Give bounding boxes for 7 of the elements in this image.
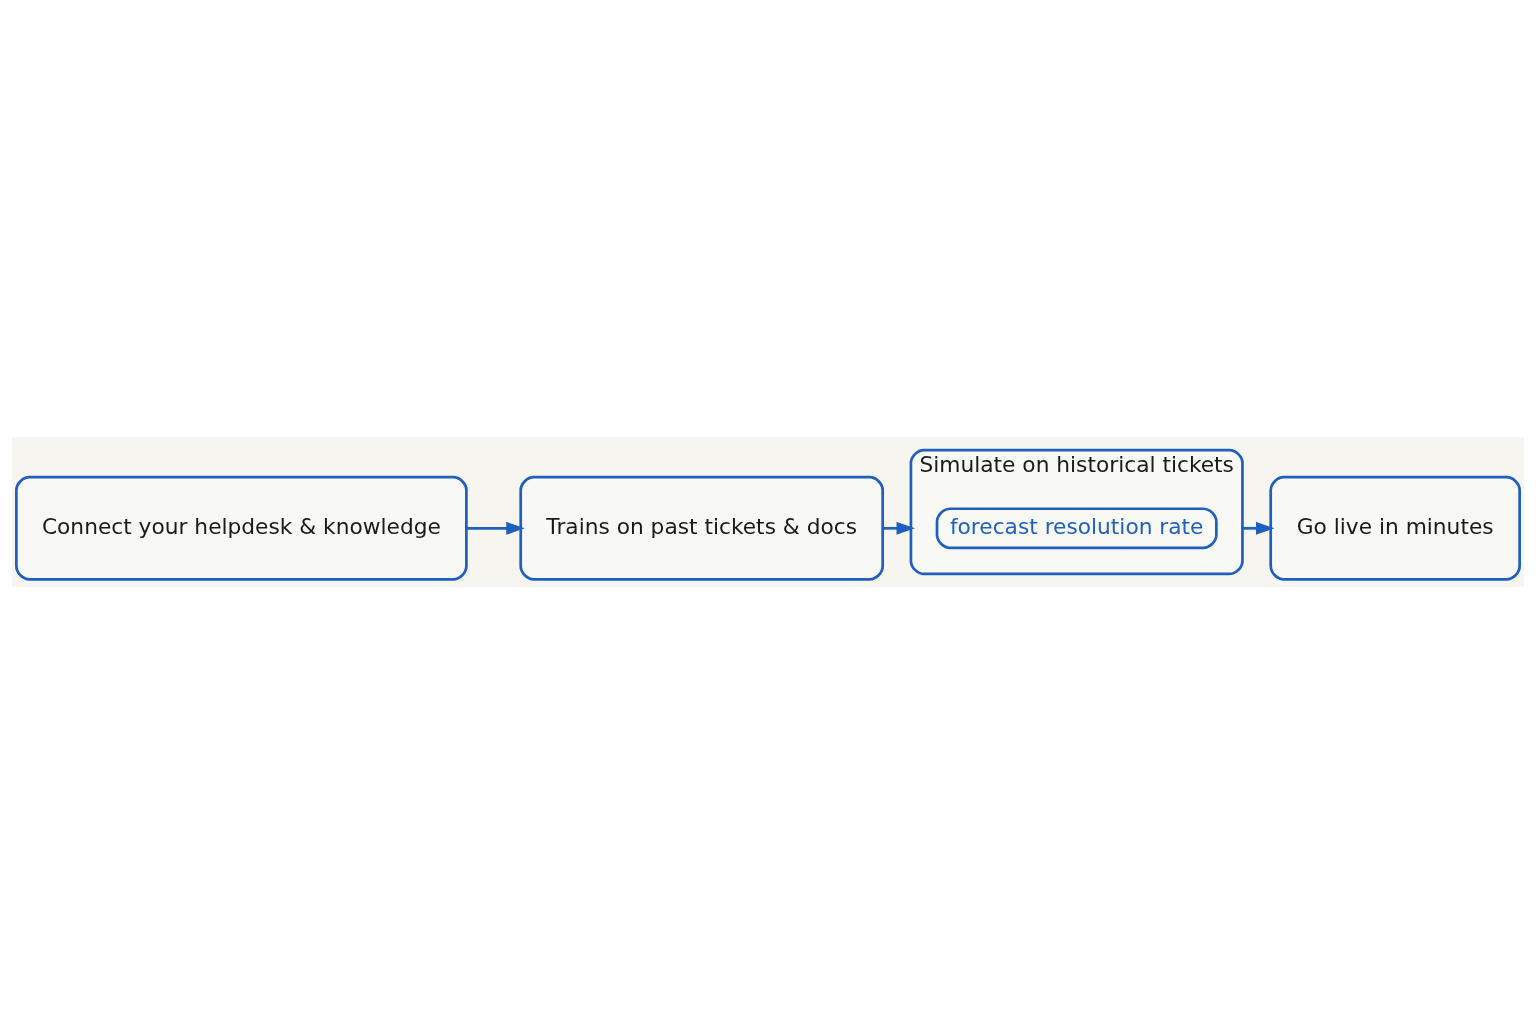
arrow xyxy=(1242,521,1275,535)
arrow xyxy=(466,521,525,535)
node-box: forecast resolution rate xyxy=(935,507,1218,550)
node-box: Trains on past tickets & docs xyxy=(519,475,885,581)
node-box: Connect your helpdesk & knowledge xyxy=(15,475,468,581)
node-box: Go live in minutes xyxy=(1269,475,1521,581)
arrow xyxy=(882,521,916,535)
